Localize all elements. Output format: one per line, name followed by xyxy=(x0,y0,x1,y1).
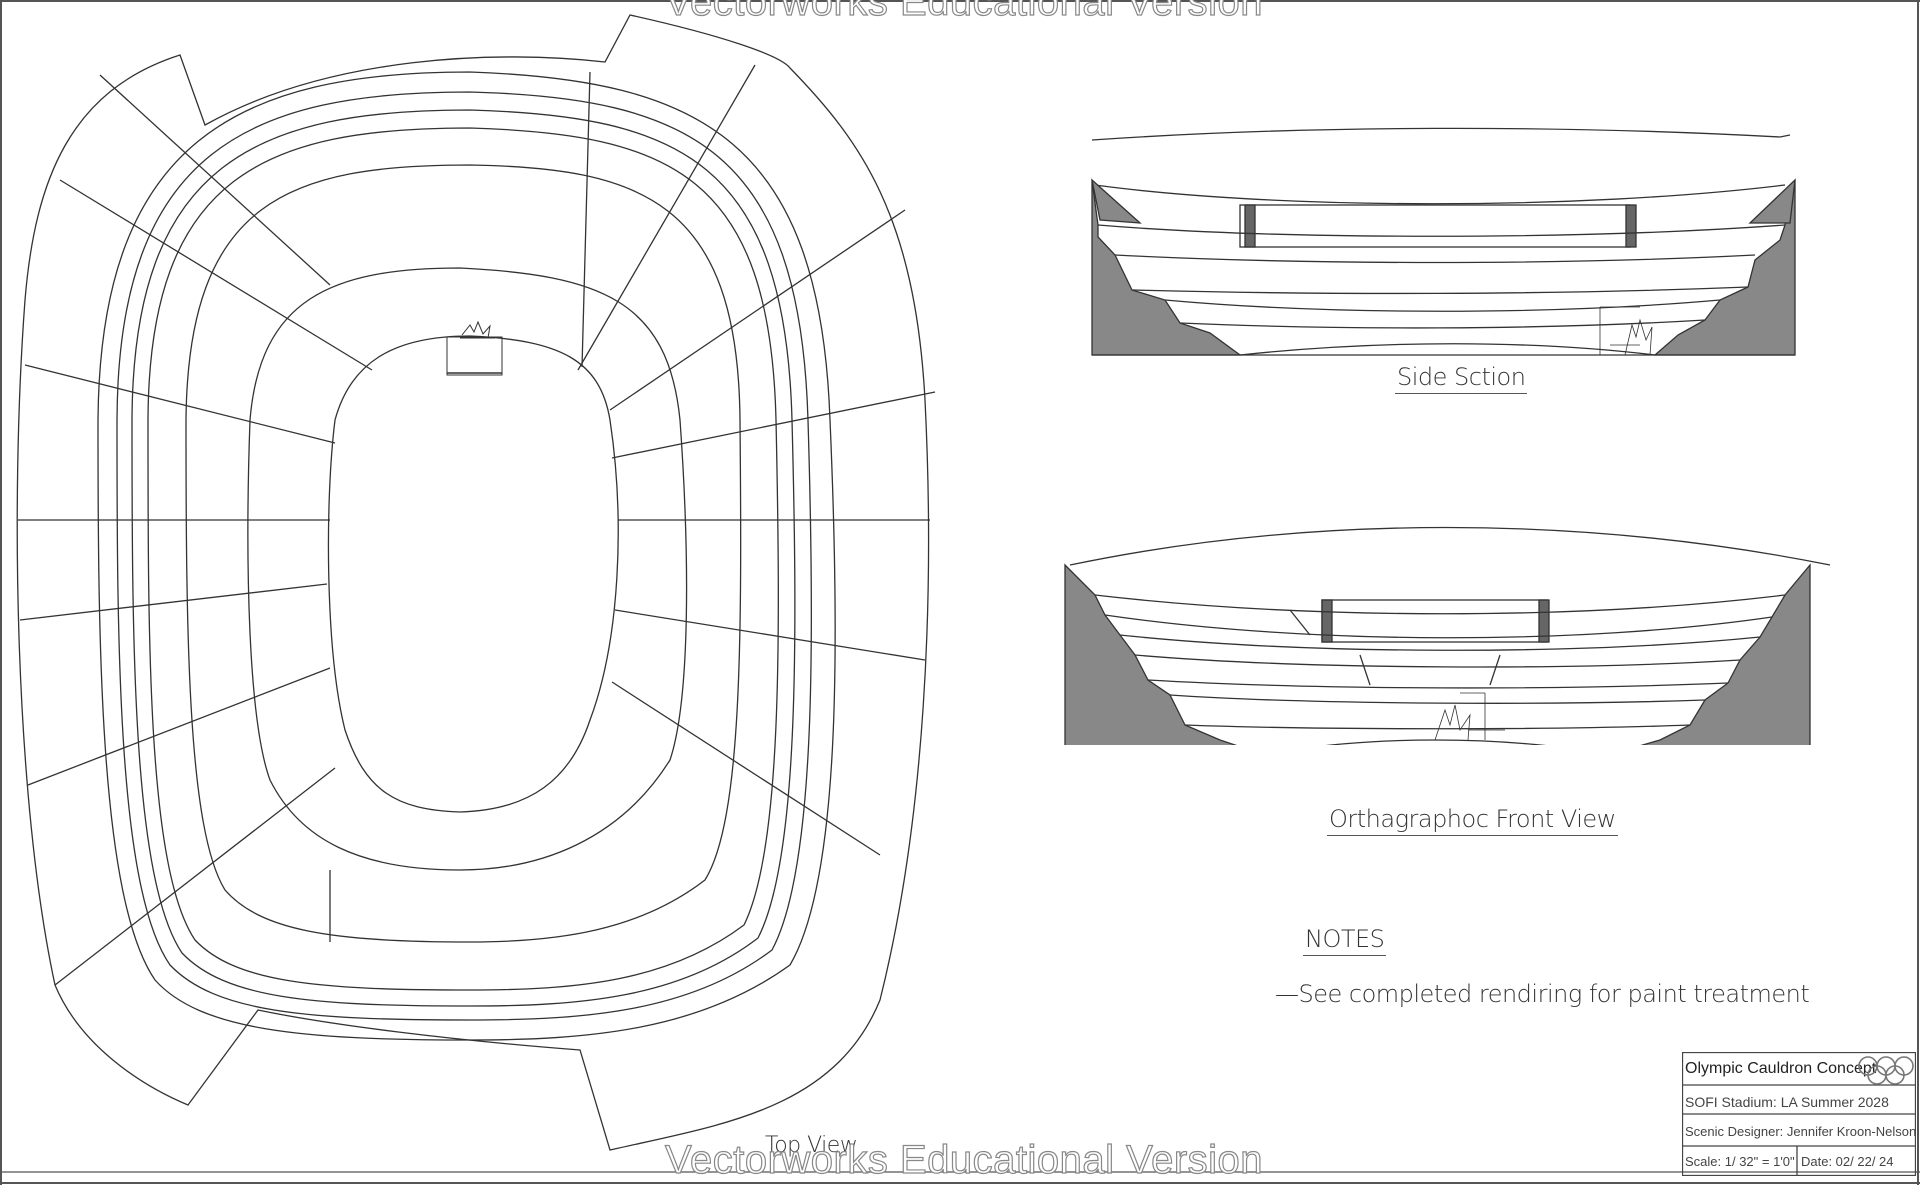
title-block-scale: Scale: 1/ 32" = 1'0" xyxy=(1685,1154,1795,1169)
field-boundary xyxy=(327,335,619,813)
side-roof-arc xyxy=(1091,127,1781,141)
front-scoreboard xyxy=(1321,599,1548,643)
stand-ring-6 xyxy=(247,267,688,871)
stand-ring-4 xyxy=(147,127,779,991)
side-cauldron xyxy=(1599,306,1653,356)
stand-ring-3 xyxy=(131,109,796,1007)
side-section-label: Side Sction xyxy=(1395,363,1528,394)
outer-stands-outline xyxy=(16,14,930,1151)
title-block-title: Olympic Cauldron Concept xyxy=(1685,1060,1877,1077)
title-block-date: Date: 02/ 22/ 24 xyxy=(1801,1154,1894,1169)
top-view-plan xyxy=(16,14,936,1151)
front-view-drawing xyxy=(1064,526,1831,745)
top-view-label: Top View xyxy=(765,1133,858,1158)
watermark-bottom: Vectorworks Educational Version xyxy=(664,1137,1264,1182)
title-block-designer: Scenic Designer: Jennifer Kroon-Nelson xyxy=(1685,1124,1917,1139)
front-roof-arc xyxy=(1069,526,1831,566)
stand-ring-5 xyxy=(185,164,742,943)
cauldron-marker xyxy=(446,320,503,376)
notes-item: —See completed rendiring for paint treat… xyxy=(1275,980,1810,1008)
stand-ring-1 xyxy=(97,71,836,1041)
side-scoreboard xyxy=(1239,204,1631,248)
front-left-stands xyxy=(1064,563,1238,745)
olympic-rings-icon xyxy=(1858,1056,1914,1085)
front-view-label: Orthagraphoc Front View xyxy=(1327,805,1618,836)
title-block-venue: SOFI Stadium: LA Summer 2028 xyxy=(1685,1094,1889,1110)
side-section-drawing xyxy=(1090,127,1796,356)
stand-ring-2 xyxy=(116,91,813,1021)
title-block: Olympic Cauldron Concept SOFI Stadium: L… xyxy=(1682,1052,1916,1176)
front-right-stands xyxy=(1640,563,1811,745)
watermark-top: Vectorworks Educational Version xyxy=(664,0,1264,25)
notes-heading: NOTES xyxy=(1303,925,1387,956)
front-cauldron xyxy=(1434,692,1505,741)
section-radial-lines xyxy=(18,64,936,986)
